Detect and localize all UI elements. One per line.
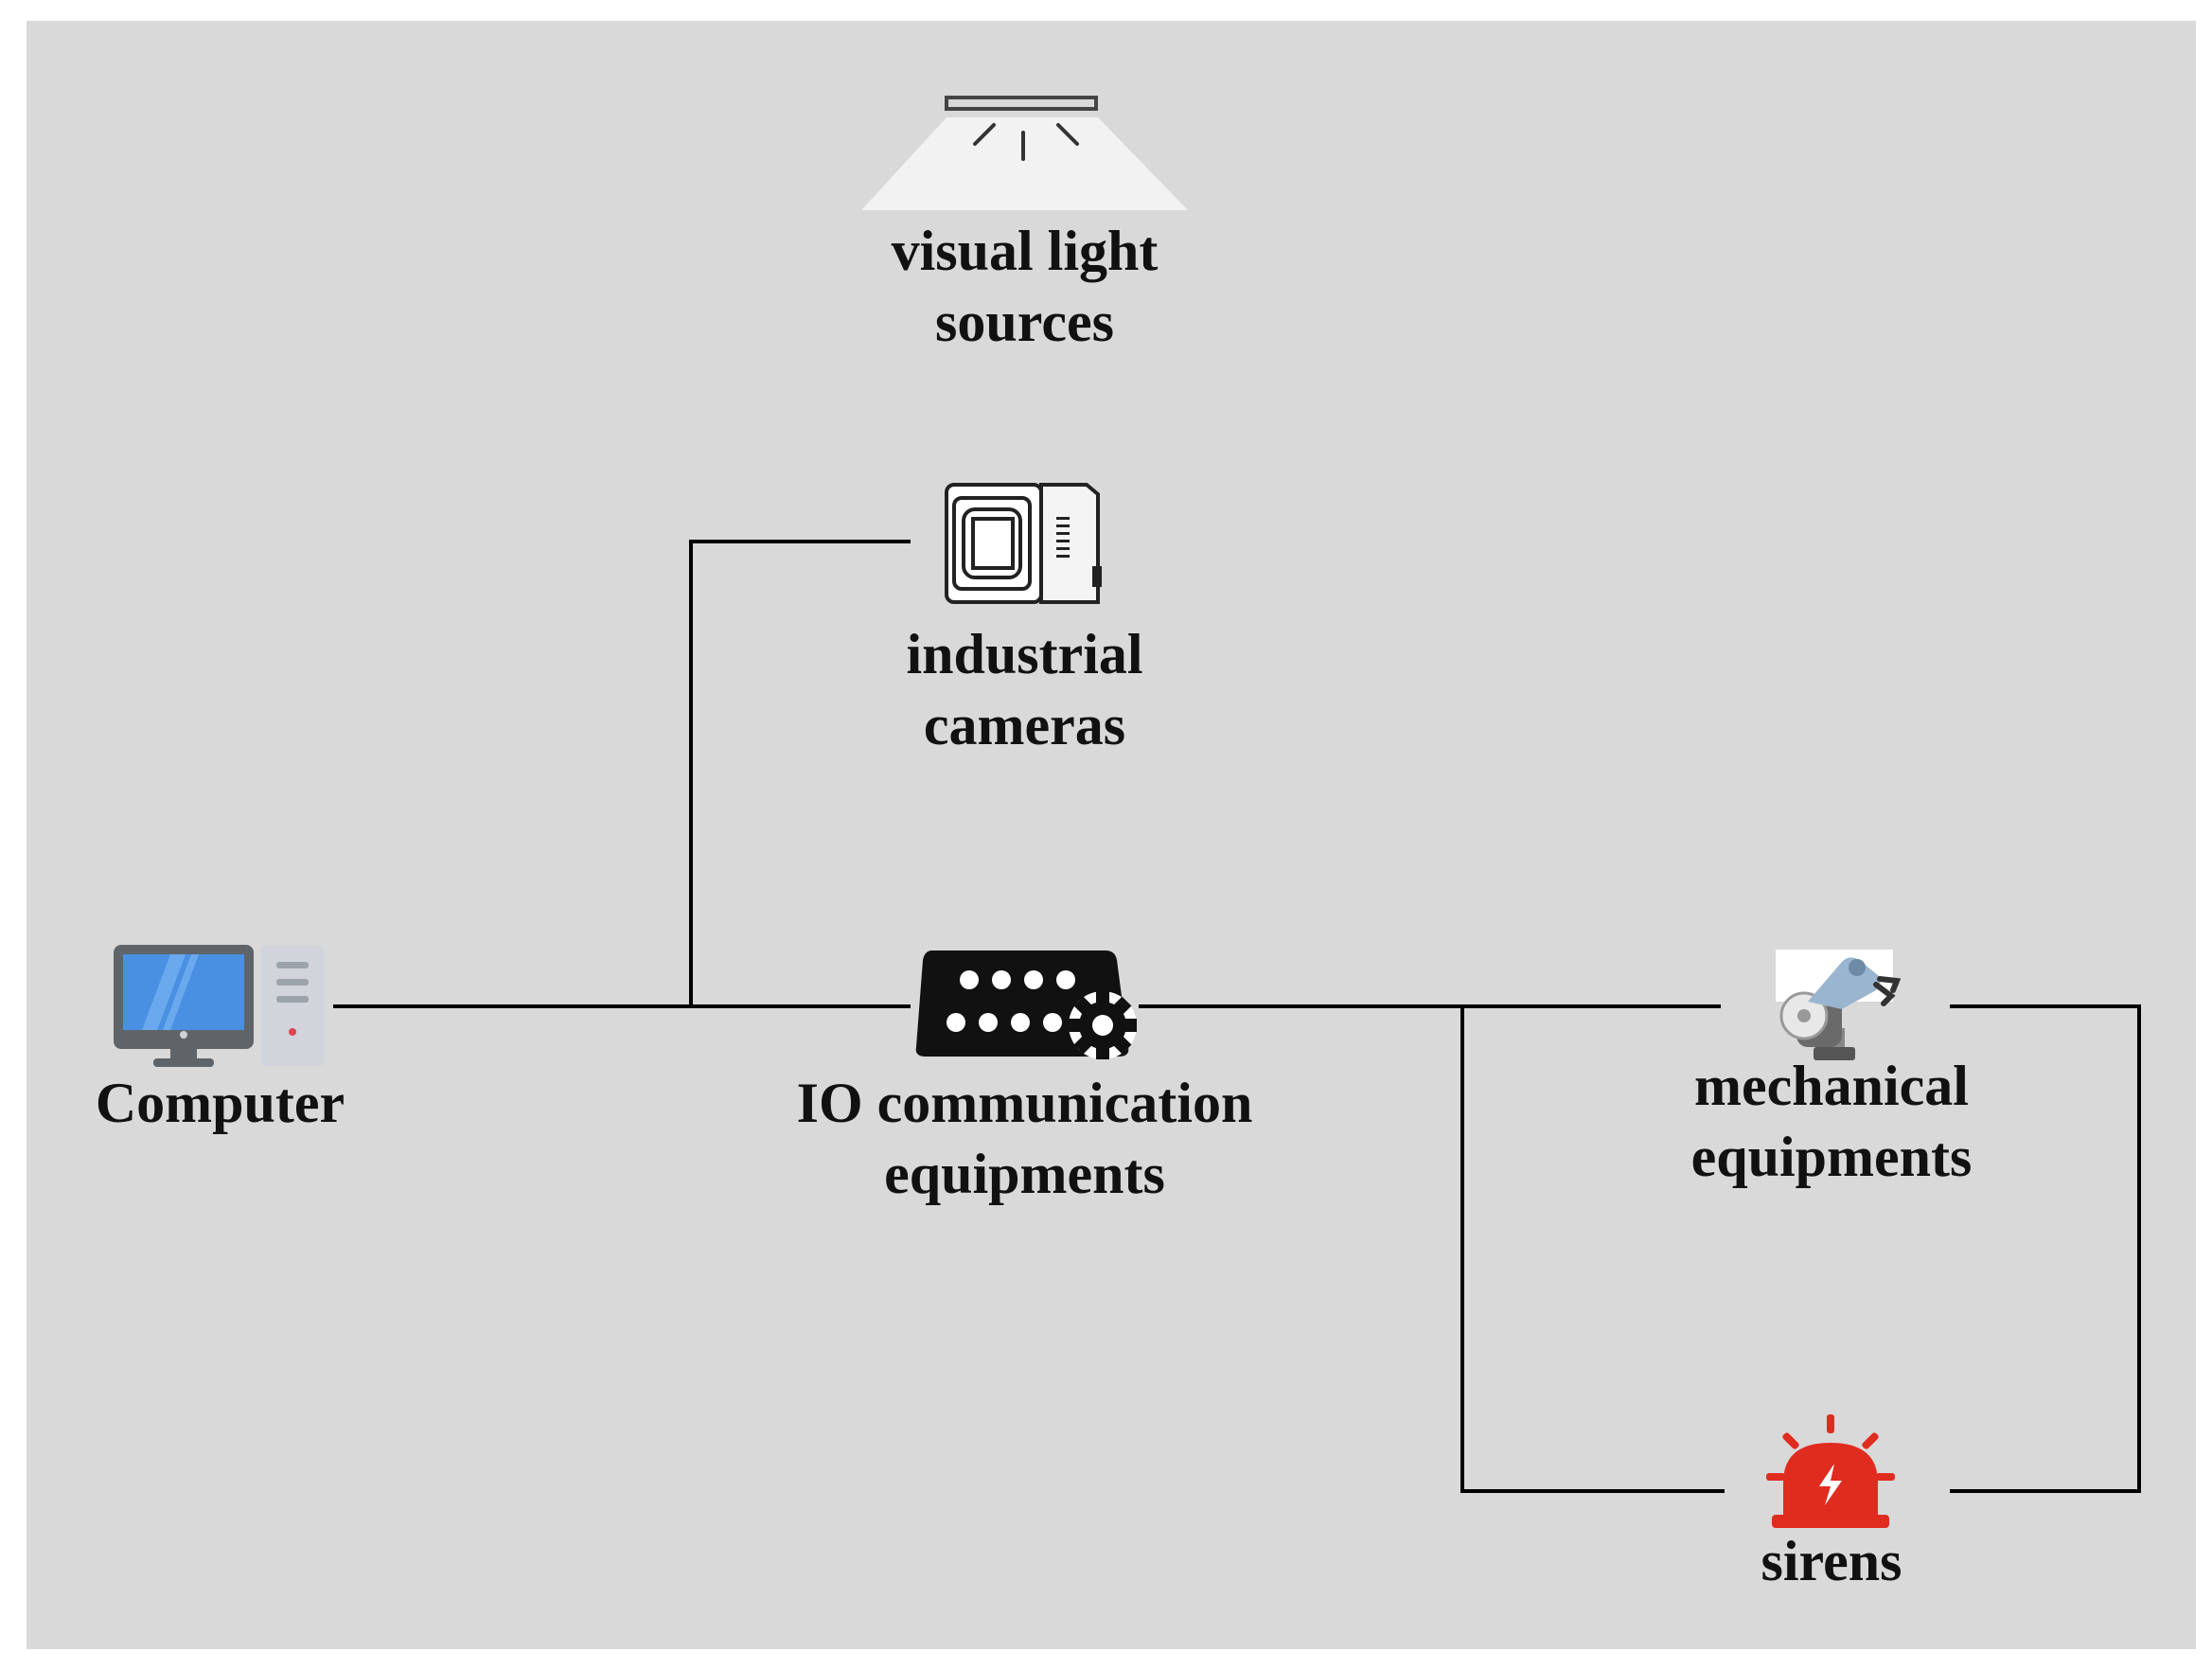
line-junction-to-camera bbox=[689, 540, 911, 1006]
io-equipments-label-line2: equipments bbox=[884, 1143, 1165, 1205]
io-connector-gear-icon bbox=[915, 950, 1137, 1059]
light-sources-label-line2: sources bbox=[935, 291, 1114, 353]
sirens-label: sirens bbox=[1647, 1526, 2016, 1597]
siren-icon bbox=[1766, 1414, 1895, 1528]
line-loop-right bbox=[1950, 1004, 2141, 1493]
mechanical-equipments-label-line2: equipments bbox=[1690, 1126, 1973, 1188]
computer-label: Computer bbox=[38, 1068, 402, 1139]
robot-arm-icon bbox=[1776, 950, 1902, 1060]
industrial-camera-icon bbox=[945, 483, 1102, 604]
line-branch-to-sirens bbox=[1460, 1006, 1725, 1493]
industrial-cameras-label: industrial cameras bbox=[833, 619, 1216, 761]
light-sources-label-line1: visual light bbox=[891, 220, 1159, 282]
industrial-cameras-label-line2: cameras bbox=[923, 694, 1126, 756]
industrial-cameras-label-line1: industrial bbox=[906, 623, 1143, 685]
diagram-background bbox=[27, 21, 2196, 1649]
io-equipments-label: IO communication equipments bbox=[738, 1068, 1311, 1210]
mechanical-equipments-label-line1: mechanical bbox=[1694, 1055, 1969, 1117]
computer-label-line1: Computer bbox=[95, 1072, 345, 1134]
connector-lines bbox=[333, 540, 2141, 1493]
sirens-label-line1: sirens bbox=[1761, 1530, 1902, 1592]
desktop-computer-icon bbox=[114, 945, 324, 1067]
io-equipments-label-line1: IO communication bbox=[796, 1072, 1253, 1134]
mechanical-equipments-label: mechanical equipments bbox=[1647, 1051, 2016, 1193]
ceiling-light-icon bbox=[861, 96, 1188, 210]
light-sources-label: visual light sources bbox=[833, 216, 1216, 358]
